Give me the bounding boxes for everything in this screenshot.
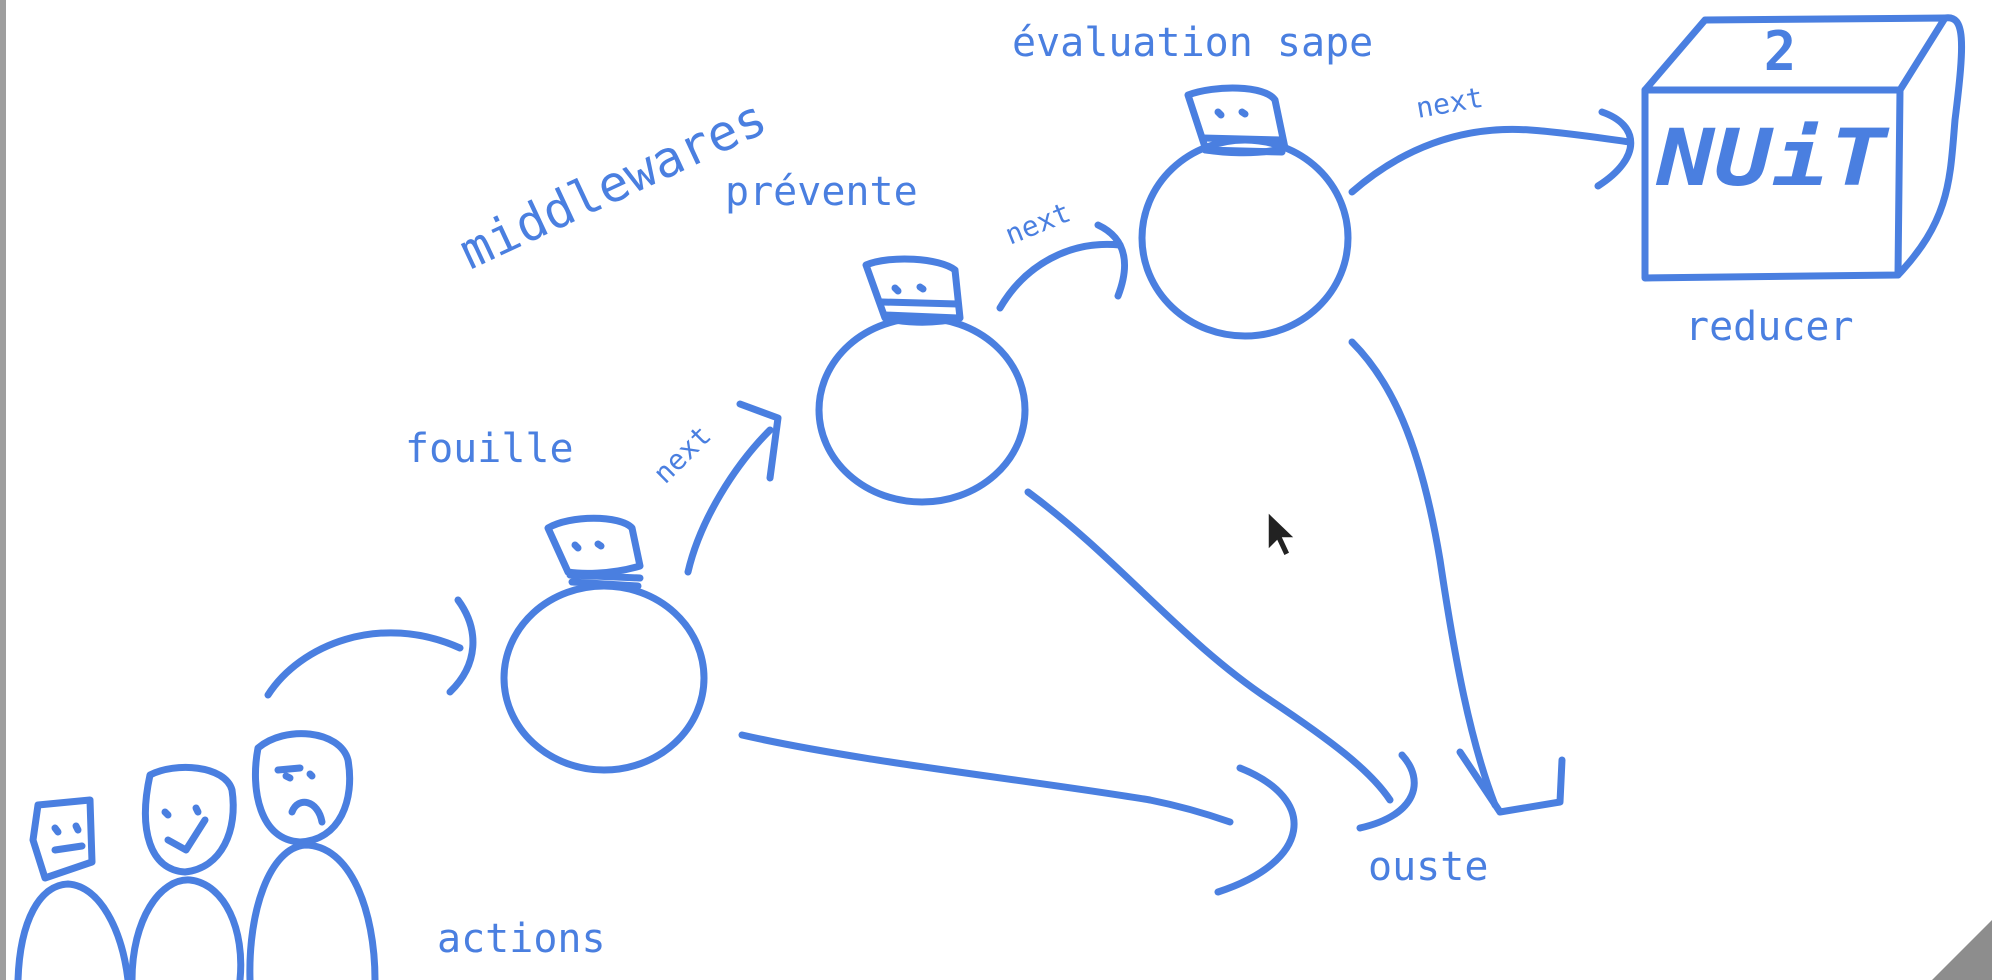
- fouille-to-prevente-arrow: [684, 426, 774, 576]
- actions-to-fouille-arrowhead: [446, 596, 477, 696]
- label-reducer: reducer: [1685, 304, 1854, 350]
- evaluation-body: [1138, 136, 1352, 340]
- action-figure-3-body: [246, 841, 379, 980]
- middleware-evaluation: [1138, 84, 1352, 340]
- prevente-to-evaluation-arrowhead: [1094, 221, 1128, 300]
- label-prevente: prévente: [725, 169, 918, 215]
- label-next-3: next: [1413, 81, 1485, 125]
- prevente-to-ouste-line: [1024, 488, 1394, 804]
- evaluation-to-ouste-line: [1348, 338, 1499, 809]
- label-ouste: ouste: [1368, 844, 1488, 890]
- prevente-to-ouste-arrowhead: [1356, 751, 1418, 832]
- actions-to-fouille-arrow: [264, 629, 464, 699]
- label-evaluation-sape: évaluation sape: [1012, 20, 1373, 66]
- prevente-face: [878, 283, 962, 322]
- middleware-prevente: [815, 255, 1029, 506]
- reducer-box-word: NUiT: [1656, 114, 1891, 204]
- fouille-head: [544, 514, 644, 577]
- reducer-box-number: 2: [1764, 20, 1797, 83]
- action-figure-2-body: [128, 876, 245, 980]
- evaluation-face: [1199, 108, 1286, 156]
- reducer-box-top: [1641, 14, 1949, 94]
- fouille-to-prevente-arrowhead: [736, 400, 782, 482]
- fouille-body: [500, 582, 708, 774]
- evaluation-to-reducer-arrow: [1348, 125, 1634, 196]
- mouse-cursor-icon: [1267, 510, 1297, 558]
- reducer-box: 2 NUiT: [1641, 14, 1966, 282]
- evaluation-to-ouste-arrowhead: [1456, 748, 1566, 816]
- action-figure-3-face: [274, 764, 326, 826]
- action-figure-2-face: [161, 804, 209, 854]
- fouille-to-ouste-arrowhead: [1214, 764, 1298, 896]
- action-figure-1-head: [29, 796, 96, 882]
- fouille-face: [566, 540, 644, 590]
- action-figure-1-face: [51, 822, 86, 854]
- label-actions: actions: [437, 916, 606, 962]
- label-next-2: next: [1000, 196, 1075, 252]
- label-next-1: next: [647, 419, 718, 490]
- prevente-body: [815, 314, 1029, 506]
- fouille-to-ouste-line: [738, 731, 1234, 826]
- label-fouille: fouille: [405, 426, 574, 472]
- evaluation-to-reducer-arrowhead: [1594, 108, 1635, 190]
- actions-figures: [14, 730, 379, 980]
- prevente-to-evaluation-arrow: [996, 240, 1124, 312]
- action-figure-3-head: [252, 730, 354, 846]
- action-figure-1-body: [14, 880, 132, 980]
- action-figure-2-head: [141, 763, 237, 876]
- reducer-box-side: [1894, 14, 1966, 279]
- middleware-fouille: [500, 514, 708, 774]
- page-curl-corner: [1932, 920, 1992, 980]
